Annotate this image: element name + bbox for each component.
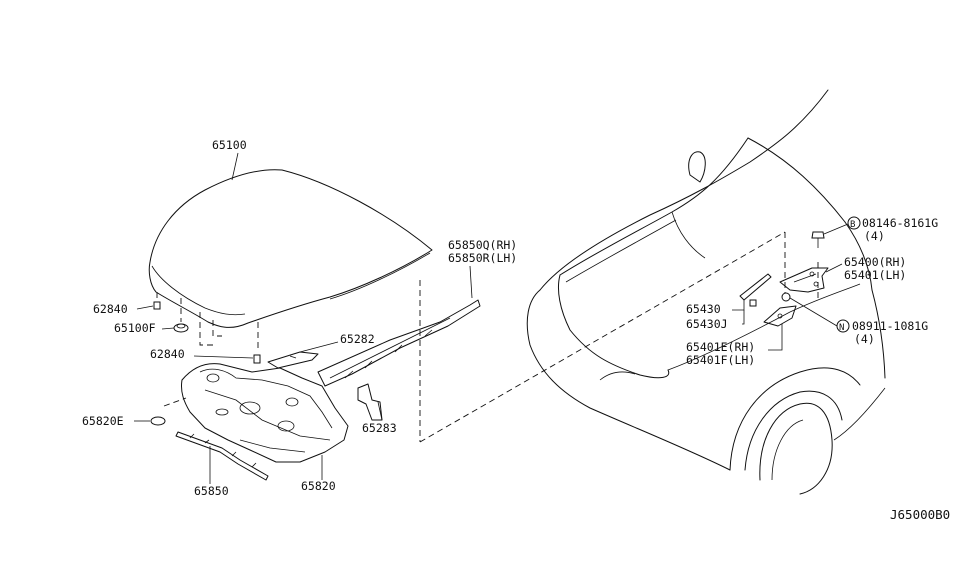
label-insulator: 65820	[301, 479, 336, 493]
clip-upper	[153, 301, 161, 310]
bumper-rubber	[173, 323, 189, 333]
label-weatherstrip: 65850	[194, 484, 229, 498]
hood-hinge-lower	[763, 305, 797, 327]
label-bolt-qty: (4)	[864, 229, 885, 243]
label-seal-rh: 65850Q(RH)	[448, 238, 517, 252]
label-stay-a: 65430	[686, 302, 721, 316]
label-grommet: 65820E	[82, 414, 124, 428]
label-hinge-lower-lh: 65401F(LH)	[686, 353, 755, 367]
hood-insulator	[181, 363, 349, 463]
label-clip-lower: 62840	[150, 347, 185, 361]
label-stay-b: 65430J	[686, 317, 728, 331]
nut-mark-letter: N	[839, 323, 844, 333]
label-bolt: 08146-8161G	[862, 216, 938, 230]
hood-stay	[739, 273, 772, 307]
vehicle-body	[526, 89, 886, 495]
hood-panel	[148, 169, 433, 328]
nut-fastener	[781, 292, 791, 302]
diagram-code: J65000B0	[890, 507, 950, 522]
label-clip-upper: 62840	[93, 302, 128, 316]
bolt-mark-letter: B	[850, 220, 855, 230]
label-hinge-lh: 65401(LH)	[844, 268, 906, 282]
seal-bracket	[267, 351, 319, 369]
label-hood: 65100	[212, 138, 247, 152]
label-hinge-lower-rh: 65401E(RH)	[686, 340, 755, 354]
grommet	[150, 416, 166, 426]
clip-lower	[253, 354, 261, 364]
weatherstrip	[175, 431, 269, 481]
hood-seal-strip	[317, 299, 481, 387]
label-hinge-rh: 65400(RH)	[844, 255, 906, 269]
label-seal-lh: 65850R(LH)	[448, 251, 517, 265]
label-nut-qty: (4)	[854, 332, 875, 346]
label-bumper-rubber: 65100F	[114, 321, 156, 335]
hood-hinge	[779, 267, 829, 293]
label-seal-bracket: 65282	[340, 332, 375, 346]
bolt-fastener	[811, 231, 825, 248]
label-nut: 08911-1081G	[852, 319, 928, 333]
label-bracket-clip: 65283	[362, 421, 397, 435]
bolt-callout-mark	[847, 216, 861, 230]
